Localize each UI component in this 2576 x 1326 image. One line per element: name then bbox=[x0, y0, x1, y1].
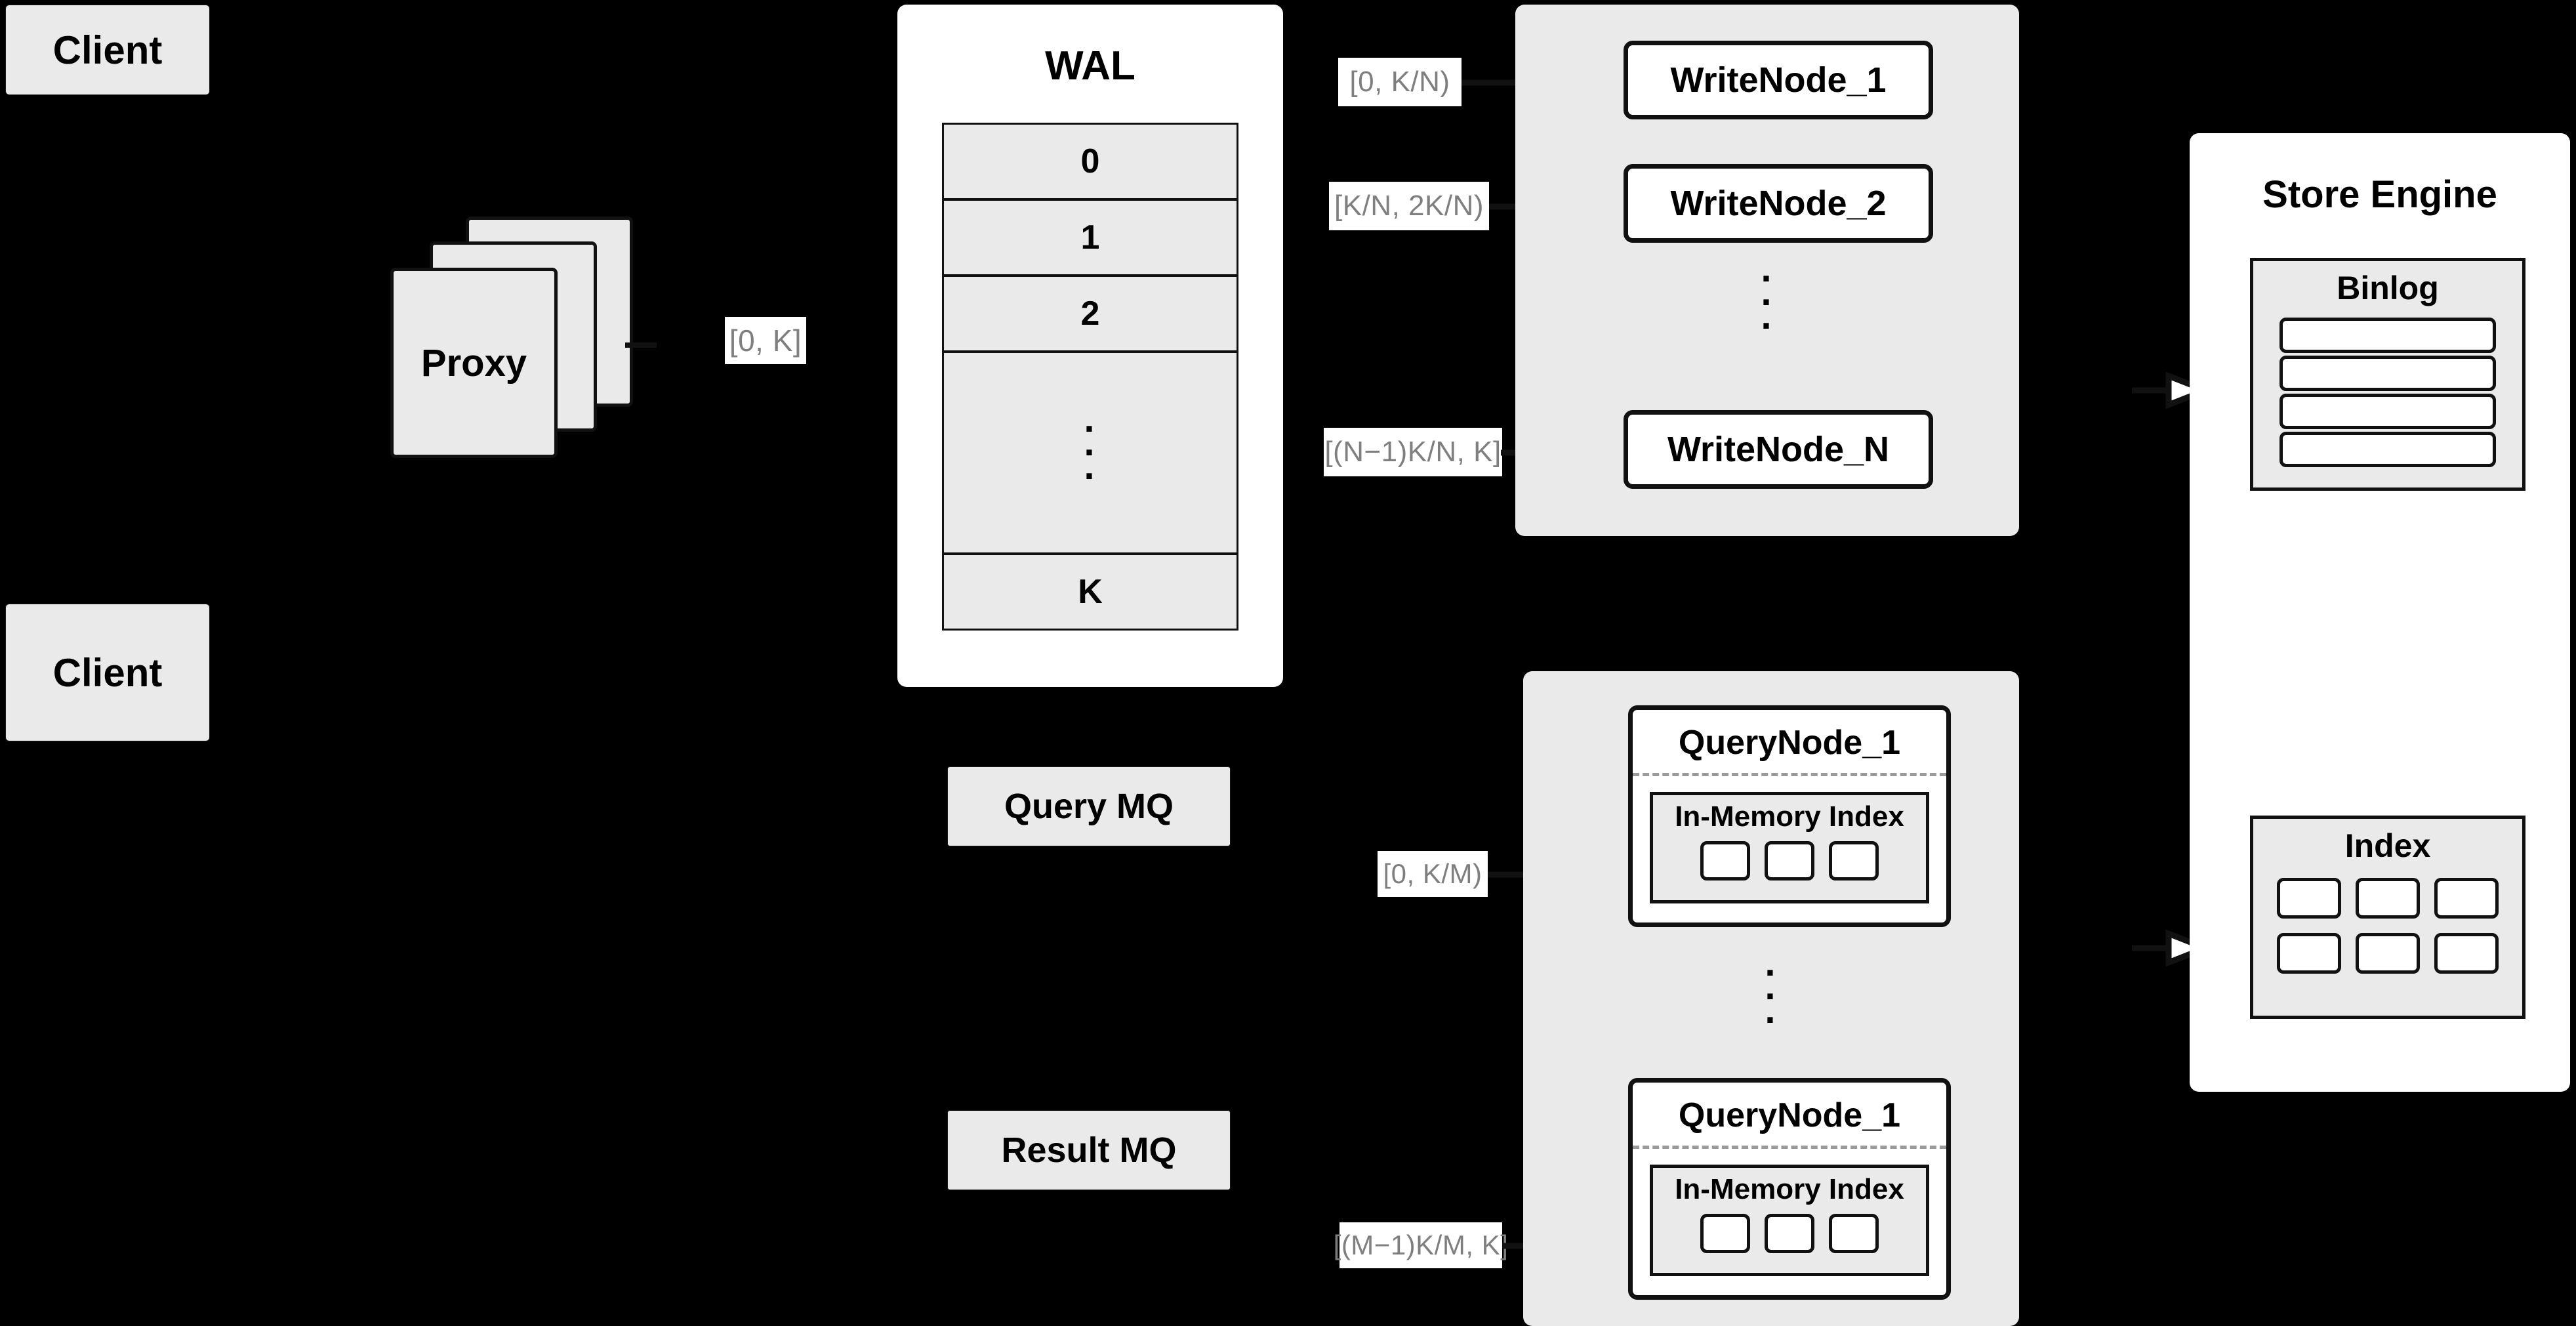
wal-row-0[interactable]: 0 bbox=[942, 123, 1238, 200]
binlog-row[interactable] bbox=[2280, 356, 2496, 391]
proxy-connector-stub bbox=[625, 342, 657, 348]
client-box-1[interactable]: Client bbox=[5, 5, 210, 95]
wal-row-2-label: 2 bbox=[1080, 295, 1100, 333]
index-cell[interactable] bbox=[1765, 841, 1814, 881]
wal-row-1-label: 1 bbox=[1080, 218, 1100, 257]
wal-panel: WAL 0 1 2 · · · K bbox=[897, 5, 1283, 687]
writenode-range-text-2: [K/N, 2K/N) bbox=[1334, 190, 1484, 222]
querynode-range-text-m: [(M−1)K/M, K] bbox=[1333, 1230, 1509, 1260]
index-cell[interactable] bbox=[1829, 1214, 1879, 1253]
store-index-cell[interactable] bbox=[2434, 878, 2499, 919]
writenode-range-text-n: [(N−1)K/N, K] bbox=[1324, 436, 1502, 468]
writenode-range-label-2: [K/N, 2K/N) bbox=[1329, 182, 1489, 230]
client-box-2[interactable]: Client bbox=[5, 604, 210, 741]
write-node-2[interactable]: WriteNode_2 bbox=[1624, 164, 1933, 243]
wal-title: WAL bbox=[897, 43, 1283, 89]
store-index-cell[interactable] bbox=[2277, 933, 2341, 974]
proxy-range-text: [0, K] bbox=[729, 323, 802, 358]
query-node-1-inmemory-index: In-Memory Index bbox=[1650, 792, 1929, 903]
writenode-range-label-1: [0, K/N) bbox=[1338, 58, 1462, 106]
store-index-cell[interactable] bbox=[2356, 933, 2420, 974]
store-engine-panel: Store Engine Binlog Index bbox=[2190, 133, 2570, 1092]
wal-row-ellipsis: · · · bbox=[942, 351, 1238, 554]
write-node-group: WriteNode_1 WriteNode_2 · · · WriteNode_… bbox=[1515, 5, 2019, 536]
writenode-range-text-1: [0, K/N) bbox=[1349, 66, 1450, 98]
write-node-vertical-ellipsis: · · · bbox=[1761, 257, 1774, 347]
wal-row-k-label: K bbox=[1078, 573, 1103, 611]
proxy-card-front[interactable]: Proxy bbox=[390, 268, 558, 458]
wal-title-text: WAL bbox=[1045, 43, 1135, 89]
query-node-1-index-label: In-Memory Index bbox=[1675, 800, 1904, 833]
write-node-1[interactable]: WriteNode_1 bbox=[1624, 41, 1933, 119]
query-node-group: QueryNode_1 In-Memory Index · · · QueryN… bbox=[1523, 671, 2019, 1326]
write-node-n-label: WriteNode_N bbox=[1667, 430, 1890, 469]
query-node-1-label: QueryNode_1 bbox=[1678, 724, 1901, 762]
query-node-vertical-ellipsis: · · · bbox=[1765, 951, 1778, 1041]
write-node-2-label: WriteNode_2 bbox=[1670, 184, 1887, 223]
query-mq-box[interactable]: Query MQ bbox=[947, 766, 1231, 846]
store-engine-binlog-arrow bbox=[2132, 371, 2214, 409]
query-node-2-index-label: In-Memory Index bbox=[1675, 1173, 1904, 1205]
query-node-2-inmemory-index: In-Memory Index bbox=[1650, 1165, 1929, 1276]
query-node-1-title: QueryNode_1 bbox=[1633, 723, 1946, 762]
query-node-2-separator bbox=[1633, 1146, 1946, 1149]
wal-row-0-label: 0 bbox=[1080, 142, 1100, 180]
writenode-range-label-n: [(N−1)K/N, K] bbox=[1324, 428, 1502, 476]
binlog-row[interactable] bbox=[2280, 432, 2496, 467]
index-cell[interactable] bbox=[1765, 1214, 1814, 1253]
wal-row-2[interactable]: 2 bbox=[942, 275, 1238, 352]
querynode-range-text-1: [0, K/M) bbox=[1383, 858, 1482, 889]
query-node-1[interactable]: QueryNode_1 In-Memory Index bbox=[1628, 705, 1951, 927]
index-cell[interactable] bbox=[1700, 841, 1750, 881]
query-mq-label: Query MQ bbox=[1004, 787, 1174, 826]
proxy-range-label: [0, K] bbox=[725, 317, 806, 364]
querynode-range-label-m: [(M−1)K/M, K] bbox=[1334, 1222, 1508, 1268]
querynode-range-label-1: [0, K/M) bbox=[1378, 851, 1488, 897]
store-index-panel: Index bbox=[2250, 816, 2525, 1019]
result-mq-box[interactable]: Result MQ bbox=[947, 1110, 1231, 1190]
proxy-stack[interactable]: Proxy bbox=[384, 217, 672, 458]
index-cell[interactable] bbox=[1700, 1214, 1750, 1253]
wal-vertical-ellipsis: · · · bbox=[1084, 407, 1097, 497]
binlog-title: Binlog bbox=[2253, 269, 2522, 307]
store-engine-title-text: Store Engine bbox=[2262, 173, 2497, 216]
store-engine-index-arrow bbox=[2132, 929, 2214, 967]
binlog-panel: Binlog bbox=[2250, 258, 2525, 491]
wal-row-1[interactable]: 1 bbox=[942, 199, 1238, 276]
store-index-cell[interactable] bbox=[2277, 878, 2341, 919]
binlog-row[interactable] bbox=[2280, 318, 2496, 353]
store-index-title: Index bbox=[2253, 827, 2522, 865]
store-engine-title: Store Engine bbox=[2190, 173, 2570, 217]
write-node-n[interactable]: WriteNode_N bbox=[1624, 410, 1933, 489]
query-node-2-label: QueryNode_1 bbox=[1678, 1096, 1901, 1134]
query-node-2-index-title: In-Memory Index bbox=[1653, 1173, 1926, 1206]
binlog-title-text: Binlog bbox=[2337, 270, 2439, 306]
store-index-title-text: Index bbox=[2344, 827, 2431, 864]
store-index-cell[interactable] bbox=[2356, 878, 2420, 919]
query-node-2-title: QueryNode_1 bbox=[1633, 1096, 1946, 1135]
client-label-2: Client bbox=[52, 650, 163, 695]
query-node-1-separator bbox=[1633, 773, 1946, 776]
proxy-label: Proxy bbox=[420, 341, 527, 384]
binlog-row[interactable] bbox=[2280, 394, 2496, 429]
wal-row-k[interactable]: K bbox=[942, 553, 1238, 631]
result-mq-label: Result MQ bbox=[1001, 1130, 1177, 1170]
index-cell[interactable] bbox=[1829, 841, 1879, 881]
store-index-cell[interactable] bbox=[2434, 933, 2499, 974]
query-node-2[interactable]: QueryNode_1 In-Memory Index bbox=[1628, 1078, 1951, 1300]
query-node-1-index-title: In-Memory Index bbox=[1653, 800, 1926, 833]
client-label-1: Client bbox=[52, 28, 163, 72]
write-node-1-label: WriteNode_1 bbox=[1670, 60, 1887, 100]
